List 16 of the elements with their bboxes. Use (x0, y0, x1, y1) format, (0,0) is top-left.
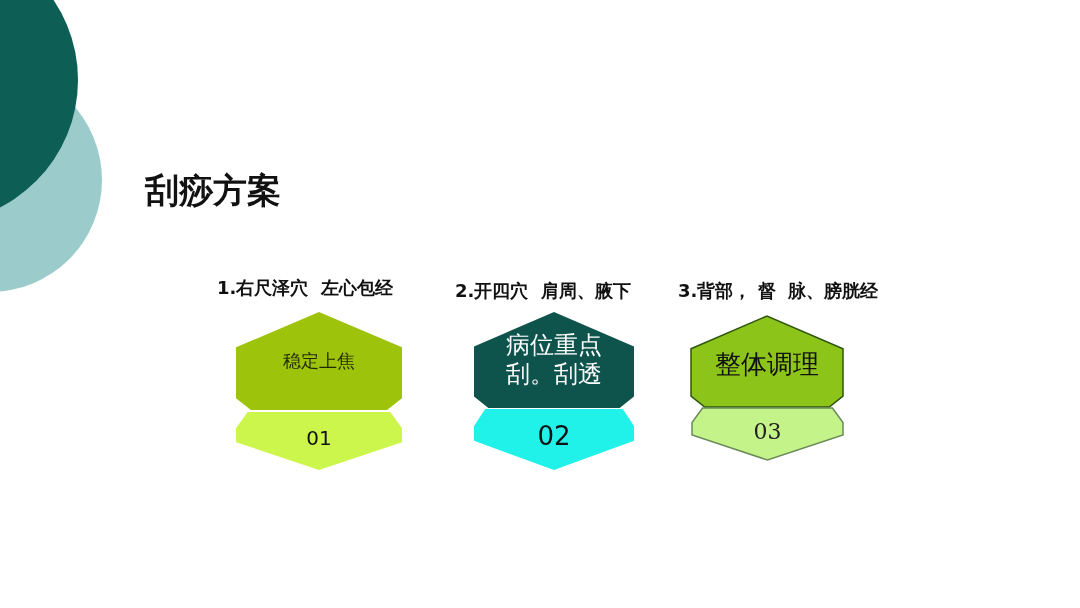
pentagon-box (474, 409, 634, 470)
hexagon-box (236, 312, 402, 410)
heading-text: 3.背部， 督 脉、膀胱经 (678, 279, 879, 303)
node-text: 整体调理 (715, 348, 819, 381)
pentagon-box (236, 412, 402, 470)
title: 刮痧方案 (145, 169, 281, 212)
pentagon-box (692, 408, 843, 460)
node-text: 03 (753, 418, 782, 446)
heading-text: 1.右尺泽穴 左心包经 (217, 276, 393, 300)
node-text: 病位重点刮。刮透 (505, 331, 603, 389)
node-text: 稳定上焦 (283, 350, 355, 372)
node-text: 01 (306, 426, 332, 450)
node-text: 02 (537, 420, 571, 453)
hexagon-box (691, 316, 843, 407)
heading-text: 2.开四穴 肩周、腋下 (455, 279, 631, 303)
hexagon-box (474, 312, 634, 408)
